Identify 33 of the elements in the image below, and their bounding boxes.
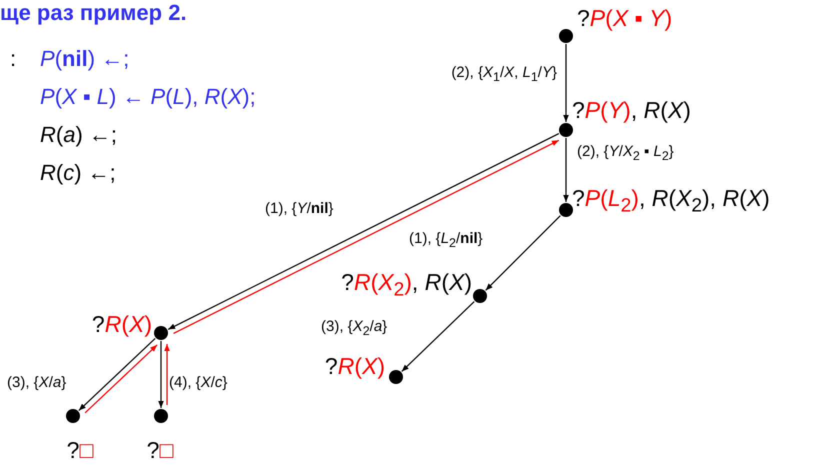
goal-label: ?R(X)	[324, 352, 385, 380]
goal-label: ?P(X ▪ Y)	[577, 4, 672, 32]
arrow	[563, 44, 569, 122]
tree-node-dot	[473, 289, 487, 303]
goal-label: ?R(X$_{2}$), R(X)	[341, 268, 472, 303]
slide-title: ще раз пример 2.	[0, 0, 187, 26]
goal-label: ?□	[146, 436, 174, 464]
arrow	[485, 215, 561, 291]
tree-node-dot	[389, 370, 403, 384]
program-line: :	[10, 46, 16, 72]
program-line: R(c) ←;	[40, 160, 116, 186]
program-line: R(a) ←;	[40, 122, 118, 148]
program-line: P(nil) ←;	[40, 46, 130, 72]
goal-label: ?P(Y), R(X)	[572, 96, 691, 124]
edge-label: (3), {X/a}	[6, 374, 68, 392]
arrow	[78, 338, 156, 411]
arrow	[563, 138, 569, 202]
goal-label: ?□	[66, 436, 94, 464]
tree-node-dot	[559, 29, 573, 43]
tree-node-dot	[559, 123, 573, 137]
program-line: P(X ▪ L) ← P(L), R(X);	[40, 84, 256, 110]
arrow	[158, 341, 164, 408]
goal-label: ?R(X)	[92, 310, 152, 338]
goal-label: ?P(L$_{2}$), R(X$_{2}$), R(X)	[572, 184, 770, 219]
tree-node-dot	[154, 326, 168, 340]
edge-label: (4), {X/c}	[168, 374, 228, 392]
arrow	[401, 301, 475, 372]
edge-label: (1), {Y/nil}	[264, 200, 334, 218]
tree-node-dot	[559, 203, 573, 217]
arrow	[84, 344, 158, 414]
tree-node-dot	[66, 409, 80, 423]
tree-node-dot	[154, 409, 168, 423]
arrow	[164, 344, 170, 405]
